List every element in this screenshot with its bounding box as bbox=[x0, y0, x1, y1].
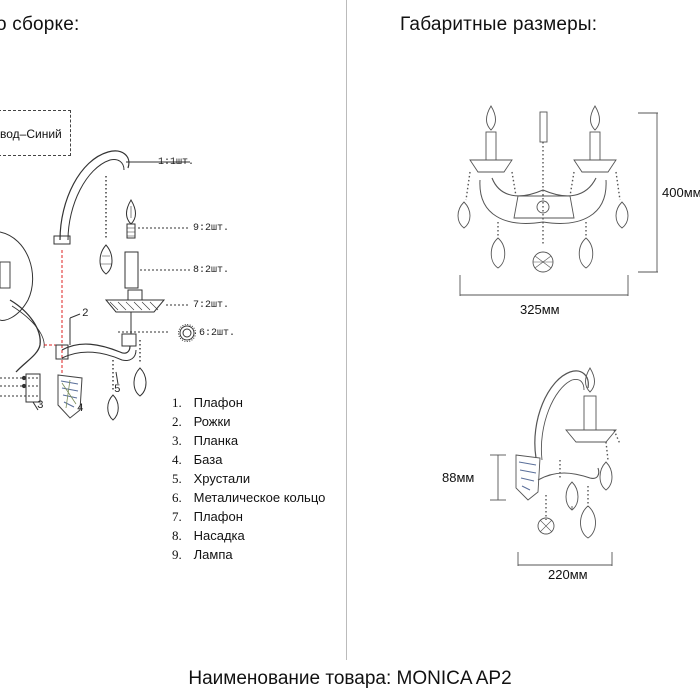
legend-item: 1. Плафон bbox=[172, 395, 243, 410]
callout-part-7: 7:2шт. bbox=[193, 300, 230, 311]
part-number-2: 2 bbox=[82, 308, 89, 320]
upper-arm bbox=[59, 150, 130, 241]
metal-ring bbox=[179, 325, 195, 341]
legend-item: 3. Планка bbox=[172, 433, 239, 448]
depth-dimension: 220мм bbox=[548, 567, 588, 582]
bobeche-cup bbox=[104, 299, 166, 313]
wire-color-note: вод–Синий bbox=[0, 110, 71, 156]
mount-depth-dimension: 88мм bbox=[442, 470, 475, 485]
mount-disc bbox=[0, 231, 34, 321]
product-name: Наименование товара: MONICA AP2 bbox=[188, 668, 512, 689]
legend-item: 6. Металическое кольцо bbox=[172, 490, 326, 505]
legend-item: 9. Лампа bbox=[172, 547, 233, 562]
legend-item: 4. База bbox=[172, 452, 223, 467]
mount-junction bbox=[0, 261, 11, 289]
legend-item: 2. Рожки bbox=[172, 414, 231, 429]
crystal-drop bbox=[99, 244, 113, 275]
candle-sleeve bbox=[124, 251, 139, 289]
decorative-base bbox=[57, 374, 83, 419]
width-dimension: 325мм bbox=[520, 302, 560, 317]
front-view-lamp bbox=[457, 105, 629, 273]
part-number-4: 4 bbox=[77, 403, 84, 415]
part-number-3: 3 bbox=[37, 400, 44, 412]
callout-part-6: 6:2шт. bbox=[199, 328, 236, 339]
parts-legend: 1. Плафон 2. Рожки 3. Планка 4. База 5. … bbox=[172, 395, 325, 566]
legend-item: 7. Плафон bbox=[172, 509, 243, 524]
part-number-5: 5 bbox=[114, 384, 121, 396]
panel-divider bbox=[346, 0, 347, 660]
callout-part-1: 1:1шт. bbox=[158, 157, 195, 168]
height-dimension: 400мм bbox=[662, 185, 700, 200]
mount-cable bbox=[9, 299, 41, 373]
lower-arm bbox=[61, 343, 131, 354]
legend-item: 8. Насадка bbox=[172, 528, 245, 543]
assembly-heading: о сборке: bbox=[0, 14, 80, 35]
callout-part-8: 8:2шт. bbox=[193, 265, 230, 276]
side-view-lamp bbox=[515, 367, 621, 539]
crystal-drop-lower bbox=[107, 394, 119, 421]
callout-part-9: 9:2шт. bbox=[193, 223, 230, 234]
dimensions-heading: Габаритные размеры: bbox=[400, 14, 598, 35]
legend-item: 5. Хрустали bbox=[172, 471, 251, 486]
